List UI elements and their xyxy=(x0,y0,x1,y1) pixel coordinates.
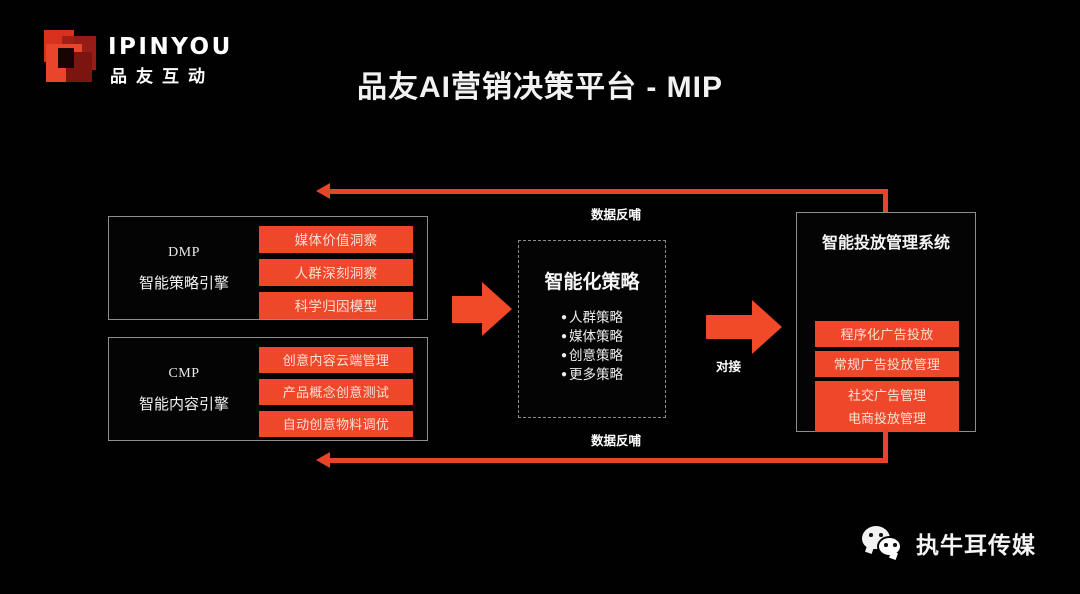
bullet-icon: ● xyxy=(560,331,568,342)
dmp-item-list: 媒体价值洞察 人群深刻洞察 科学归因模型 xyxy=(259,226,413,319)
delivery-item[interactable]: 常规广告投放管理 xyxy=(815,351,959,377)
feedback-bottom-label: 数据反哺 xyxy=(591,434,642,448)
bullet-icon: ● xyxy=(560,369,568,380)
wechat-credit: 执牛耳传媒 xyxy=(862,526,1036,560)
cmp-item[interactable]: 自动创意物料调优 xyxy=(259,411,413,437)
cmp-item[interactable]: 产品概念创意测试 xyxy=(259,379,413,405)
feedback-top-arrowhead-icon xyxy=(316,183,330,199)
bullet-icon: ● xyxy=(560,350,568,361)
feedback-loop-bottom xyxy=(316,429,892,469)
cmp-name: 智能内容引擎 xyxy=(138,395,229,413)
strategy-item-label: 人群策略 xyxy=(569,310,624,325)
strategy-item[interactable]: ●人群策略 xyxy=(519,308,665,327)
module-card-dmp[interactable]: DMP 智能策略引擎 媒体价值洞察 人群深刻洞察 科学归因模型 xyxy=(108,216,428,320)
strategy-card[interactable]: 智能化策略 ●人群策略 ●媒体策略 ●创意策略 ●更多策略 xyxy=(518,240,666,418)
page-title: 品友AI营销决策平台 - MIP xyxy=(357,71,723,104)
cmp-item-list: 创意内容云端管理 产品概念创意测试 自动创意物料调优 xyxy=(259,347,413,437)
delivery-system-title: 智能投放管理系统 xyxy=(821,235,950,252)
delivery-item[interactable]: 电商投放管理 xyxy=(847,411,926,426)
dmp-name: 智能策略引擎 xyxy=(138,274,229,292)
integration-arrow-right-icon xyxy=(706,300,786,354)
strategy-item[interactable]: ●更多策略 xyxy=(519,365,665,384)
wechat-account-name: 执牛耳传媒 xyxy=(916,532,1036,558)
module-card-cmp[interactable]: CMP 智能内容引擎 创意内容云端管理 产品概念创意测试 自动创意物料调优 xyxy=(108,337,428,441)
wechat-icon xyxy=(862,526,904,560)
cmp-label-group: CMP 智能内容引擎 xyxy=(121,338,247,440)
cmp-code: CMP xyxy=(168,365,200,381)
delivery-system-card[interactable]: 智能投放管理系统 程序化广告投放 常规广告投放管理 社交广告管理 电商投放管理 xyxy=(796,212,976,432)
delivery-item[interactable]: 社交广告管理 xyxy=(847,388,926,403)
logo-wordmark: IPINYOU xyxy=(108,34,233,60)
logo-mark-icon xyxy=(42,30,100,86)
cmp-item[interactable]: 创意内容云端管理 xyxy=(259,347,413,373)
feedback-top-label: 数据反哺 xyxy=(591,208,642,222)
delivery-item-group: 社交广告管理 电商投放管理 xyxy=(815,381,959,432)
strategy-item-label: 媒体策略 xyxy=(569,329,624,344)
strategy-item-label: 创意策略 xyxy=(569,348,624,363)
dmp-item[interactable]: 人群深刻洞察 xyxy=(259,259,413,286)
logo-subtitle: 品友互动 xyxy=(110,67,214,86)
strategy-item-list: ●人群策略 ●媒体策略 ●创意策略 ●更多策略 xyxy=(519,308,665,384)
flow-arrow-right-icon xyxy=(452,282,518,336)
dmp-label-group: DMP 智能策略引擎 xyxy=(121,217,247,319)
delivery-item[interactable]: 程序化广告投放 xyxy=(815,321,959,347)
strategy-item[interactable]: ●创意策略 xyxy=(519,346,665,365)
dmp-code: DMP xyxy=(168,244,200,260)
ipinyou-logo: IPINYOU 品友互动 xyxy=(42,28,230,90)
strategy-title: 智能化策略 xyxy=(544,272,640,293)
integration-label: 对接 xyxy=(716,360,742,374)
strategy-item[interactable]: ●媒体策略 xyxy=(519,327,665,346)
feedback-bottom-arrowhead-icon xyxy=(316,452,330,468)
strategy-item-label: 更多策略 xyxy=(569,367,624,382)
dmp-item[interactable]: 科学归因模型 xyxy=(259,292,413,319)
bullet-icon: ● xyxy=(560,312,568,323)
delivery-item-list: 程序化广告投放 常规广告投放管理 社交广告管理 电商投放管理 xyxy=(815,321,959,432)
feedback-loop-top xyxy=(316,183,892,219)
dmp-item[interactable]: 媒体价值洞察 xyxy=(259,226,413,253)
